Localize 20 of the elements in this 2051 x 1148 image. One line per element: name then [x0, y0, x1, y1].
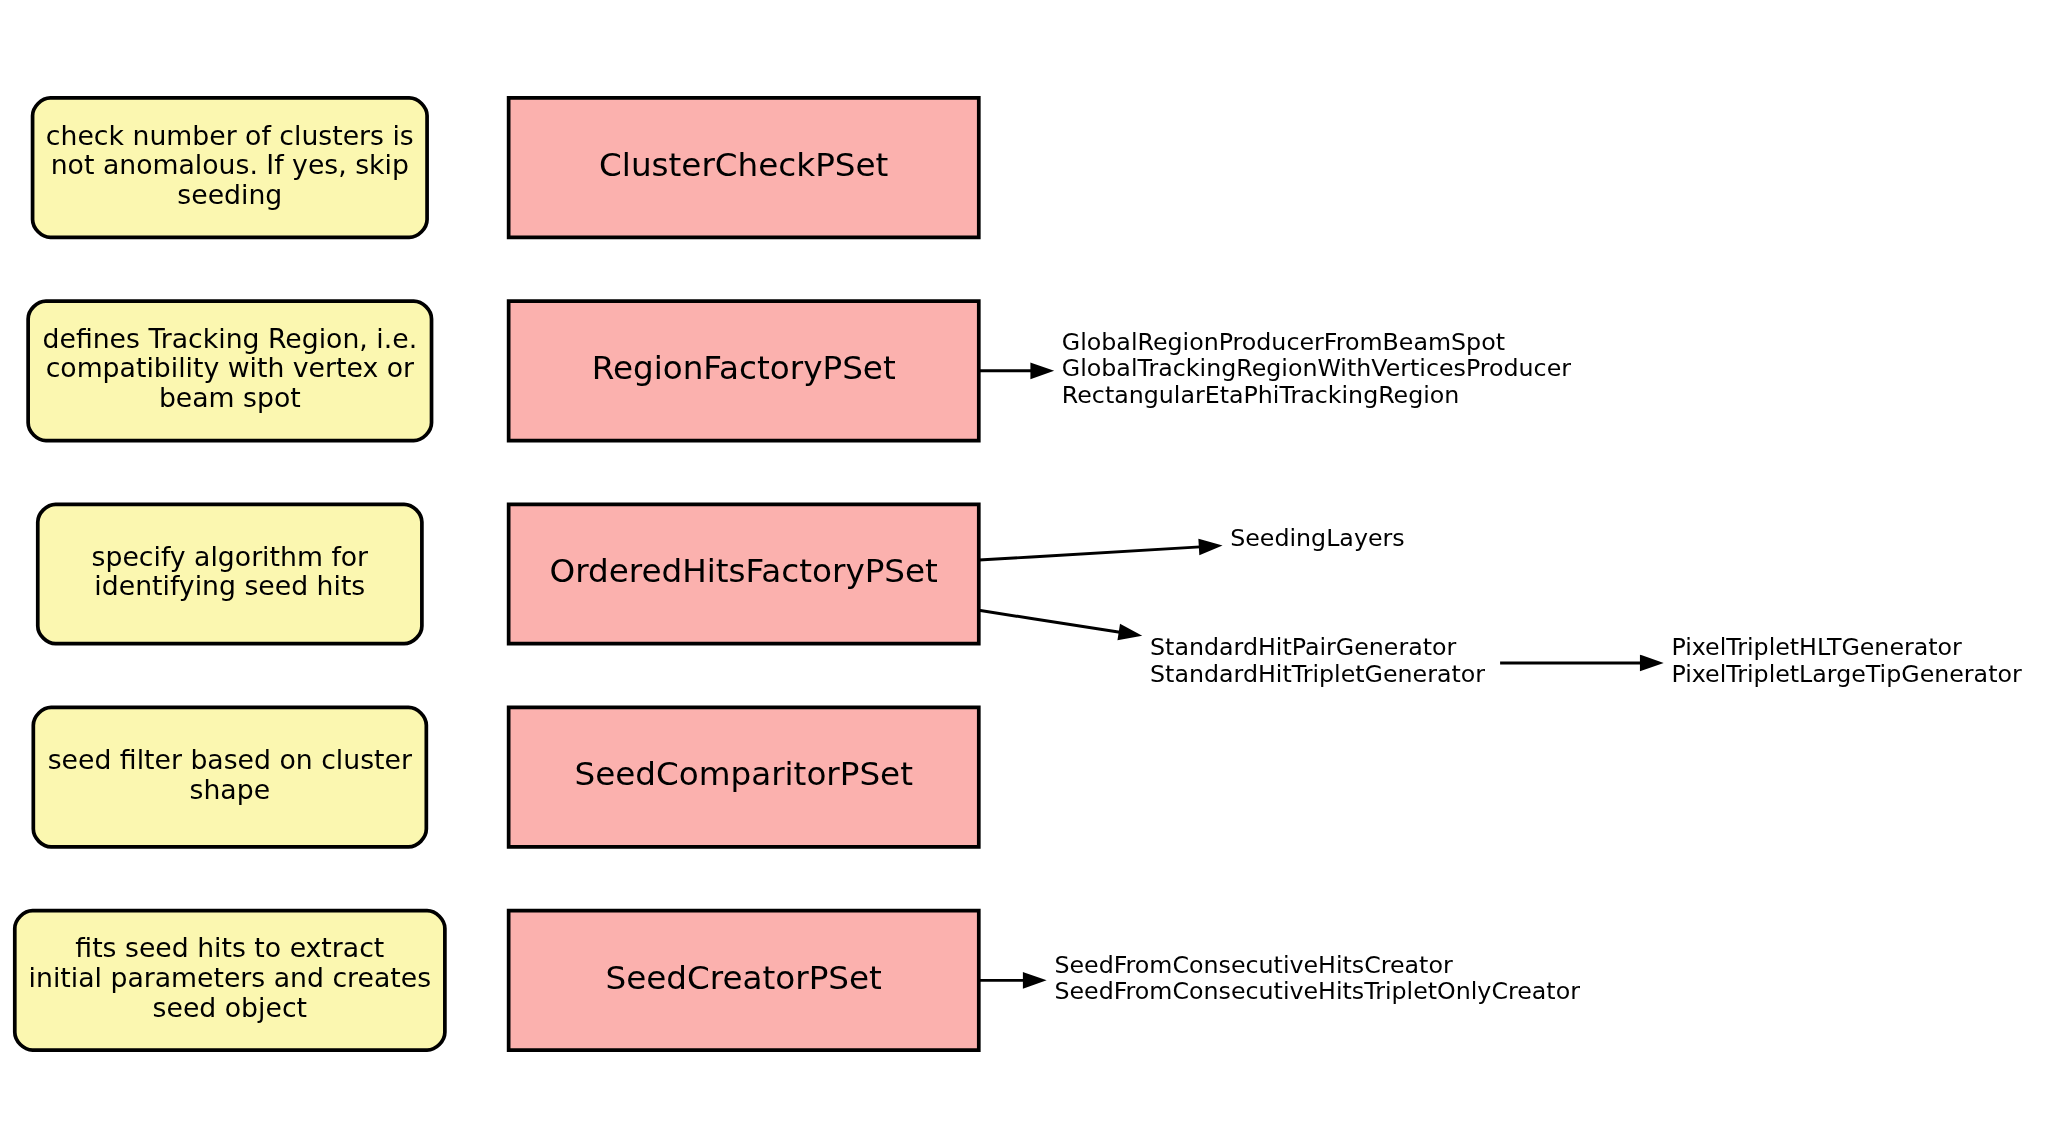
arrow — [978, 608, 1143, 641]
node-box: defines Tracking Region, i.e. compatibility with vertex or beam spot — [26, 299, 434, 443]
arrow — [978, 538, 1223, 562]
arrow — [978, 362, 1055, 380]
node-box: SeedCreatorPSet — [506, 908, 981, 1052]
node-box: SeedComparitorPSet — [506, 705, 981, 849]
node-box: fits seed hits to extract initial parameters and creates seed object — [12, 908, 447, 1052]
node-text: PixelTripletHLTGenerator PixelTripletLargeTipGenerator — [1671, 633, 2022, 688]
node-text: StandardHitPairGenerator StandardHitTripletGenerator — [1150, 633, 1486, 688]
arrow — [1500, 654, 1664, 672]
node-box: check number of clusters is not anomalous. If yes, skip seeding — [30, 96, 429, 240]
node-box: specify algorithm for identifying seed hits — [35, 502, 424, 646]
node-box: ClusterCheckPSet — [506, 96, 981, 240]
node-box: seed filter based on cluster shape — [31, 705, 429, 849]
node-box: OrderedHitsFactoryPSet — [506, 502, 981, 646]
node-text: GlobalRegionProducerFromBeamSpot GlobalTrackingRegionWithVerticesProducer RectangularEtaPhiTrackingRegion — [1061, 327, 1572, 410]
arrow — [978, 972, 1047, 989]
node-text: SeedingLayers — [1230, 523, 1405, 552]
node-box: RegionFactoryPSet — [506, 299, 981, 443]
node-text: SeedFromConsecutiveHitsCreator SeedFromConsecutiveHitsTripletOnlyCreator — [1054, 950, 1580, 1006]
